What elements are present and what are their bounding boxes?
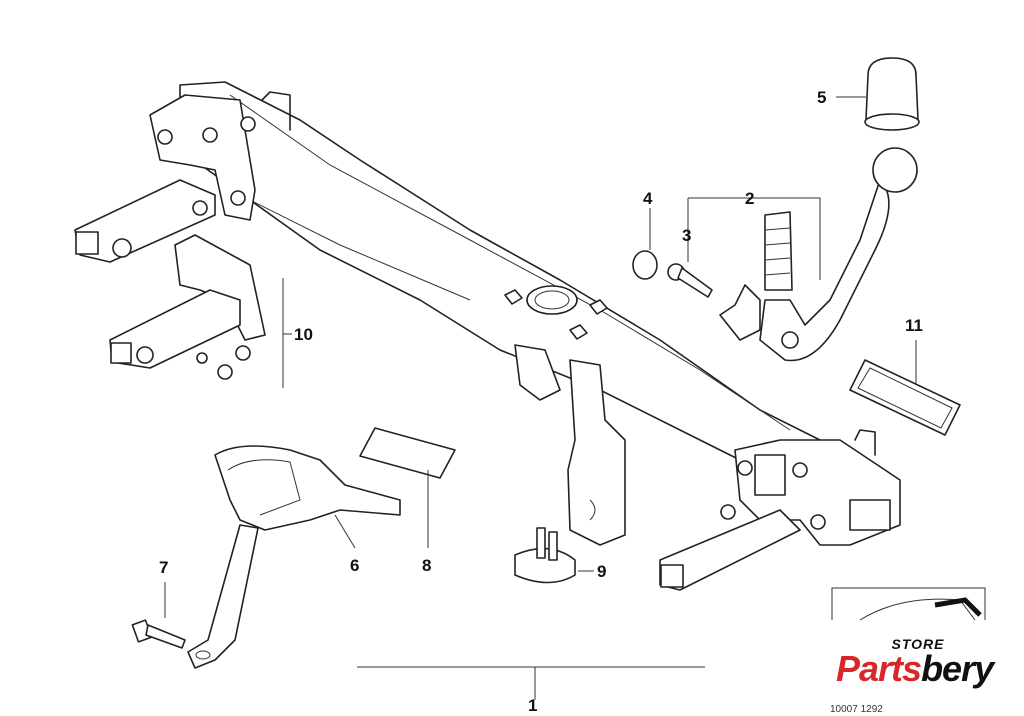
callout-11: 11	[905, 316, 923, 335]
part-2-ball-arm	[719, 147, 918, 362]
logo-store-text: STORE	[891, 636, 945, 652]
part-8-pad	[359, 427, 456, 548]
callout-1: 1	[528, 696, 538, 715]
callout-9: 9	[597, 562, 607, 581]
callout-2: 2	[745, 189, 755, 208]
part-3-bolt	[667, 263, 713, 298]
part-11-plate	[849, 340, 961, 436]
center-brackets	[514, 344, 626, 546]
callout-7: 7	[159, 558, 169, 577]
left-bracket	[74, 91, 291, 263]
callout-5: 5	[817, 88, 827, 107]
part-9-socket	[514, 527, 594, 584]
logo-brand-black: bery	[921, 648, 994, 689]
callout-3: 3	[682, 226, 692, 245]
callout-8: 8	[422, 556, 432, 575]
callout-10: 10	[294, 325, 313, 344]
callout-6: 6	[350, 556, 360, 575]
part-10-bracket	[109, 234, 292, 388]
crossbeam	[179, 81, 821, 471]
part-6-bracket	[187, 445, 401, 669]
callout-4: 4	[643, 189, 653, 208]
part-4-circlip	[632, 250, 658, 280]
inset-detail	[831, 587, 986, 621]
part-5-cap	[836, 57, 920, 131]
logo-brand: Partsbery	[836, 648, 994, 690]
partsbery-logo: STORE Partsbery	[832, 634, 1004, 694]
part-7-bolt	[131, 582, 186, 649]
right-bracket	[659, 429, 901, 591]
logo-brand-red: Parts	[836, 648, 922, 689]
diagram-reference-number: 10007 1292	[830, 704, 883, 715]
